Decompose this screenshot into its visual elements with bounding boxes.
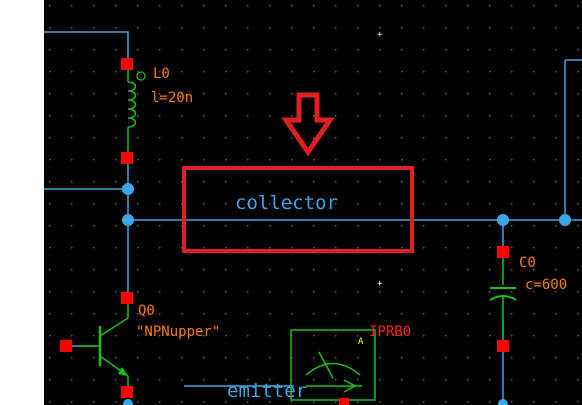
transistor-q0[interactable]: Q0 "NPNupper": [60, 292, 220, 398]
meter-needle-icon: [318, 351, 334, 379]
probe-arrow-icon: [343, 379, 357, 393]
junction-dot: [497, 214, 509, 226]
pin-marker[interactable]: [339, 398, 349, 405]
probe-name-label: IPRB0: [369, 324, 411, 340]
transistor-emitter-arrow-icon: [118, 367, 128, 376]
pin-marker[interactable]: [121, 292, 133, 304]
pin-marker[interactable]: [121, 58, 133, 70]
inductor-coil-icon: [127, 81, 137, 128]
meter-arc-icon: [305, 362, 361, 376]
junction-dot: [498, 399, 508, 405]
emitter-net-label[interactable]: emitter: [227, 380, 307, 402]
inductor-dot-icon: [136, 71, 146, 81]
inductor-l0[interactable]: L0 l=20n: [121, 58, 193, 164]
junction-dot: [559, 214, 571, 226]
current-probe-iprb0[interactable]: A IPRB0: [290, 324, 411, 405]
wire-top-left[interactable]: [44, 31, 129, 64]
capacitor-param-label: c=600: [525, 277, 567, 293]
transistor-name-label: Q0: [138, 303, 155, 319]
capacitor-c0[interactable]: C0 c=600: [489, 246, 567, 352]
probe-ammeter-symbol: A: [358, 337, 364, 347]
pin-marker[interactable]: [497, 246, 509, 258]
transistor-model-label: "NPNupper": [136, 324, 220, 340]
junction-dot: [122, 214, 134, 226]
junctions: [122, 183, 571, 405]
pin-marker[interactable]: [121, 386, 133, 398]
junction-dot: [123, 399, 133, 405]
cursor-marker: +: [377, 30, 383, 40]
schematic-canvas[interactable]: + + L0 l=20n collector: [44, 0, 582, 405]
probe-body[interactable]: [290, 329, 376, 401]
pin-marker[interactable]: [121, 152, 133, 164]
capacitor-name-label: C0: [519, 255, 536, 271]
down-arrow-icon: [281, 92, 335, 157]
pin-marker[interactable]: [60, 340, 72, 352]
cursor-marker-2: +: [377, 279, 383, 289]
junction-dot: [122, 183, 134, 195]
collector-net-label[interactable]: collector: [235, 192, 338, 214]
pin-marker[interactable]: [497, 340, 509, 352]
inductor-name-label: L0: [153, 66, 170, 82]
highlight-box: [182, 166, 414, 253]
inductor-param-label: l=20n: [151, 90, 193, 106]
grid-dots: [44, 0, 582, 405]
